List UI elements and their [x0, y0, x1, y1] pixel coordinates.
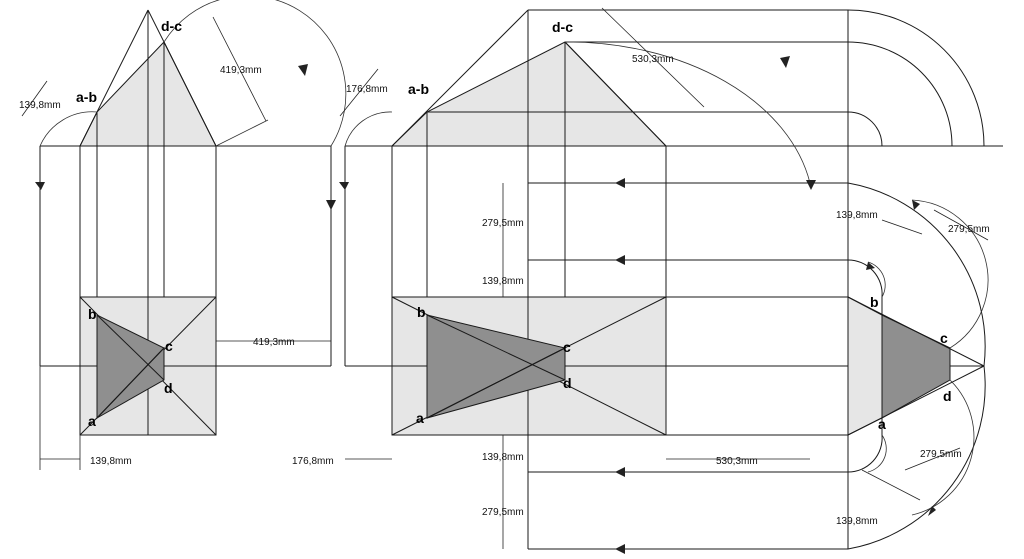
- right-arc-small: [344, 111, 393, 147]
- side-dim-label: 279,5mm: [920, 449, 962, 460]
- right-label-b: b: [417, 304, 426, 320]
- right-dim-label: 279,5mm: [482, 218, 524, 229]
- side-dim-line: [933, 209, 989, 241]
- right-corner-arc: [847, 182, 986, 367]
- right-dim-label: 139,8mm: [482, 452, 524, 463]
- side-dim-line: [881, 219, 923, 235]
- right-arc-arrow: [339, 182, 349, 190]
- right-label-d: d: [563, 375, 572, 391]
- right-corner-arc: [847, 365, 986, 550]
- side-dim-label: 139,8mm: [836, 210, 878, 221]
- right-roof-line: [564, 41, 667, 147]
- left-label-a: a: [88, 413, 96, 429]
- side-line: [847, 296, 985, 367]
- left-dim-label: 176,8mm: [292, 456, 334, 467]
- left-dim-label: 419,3mm: [253, 337, 295, 348]
- left-arc-large: [215, 119, 269, 147]
- left-label-dc: d-c: [161, 18, 182, 34]
- right-roof-line: [391, 9, 529, 147]
- right-label-ab: a-b: [408, 81, 429, 97]
- right-flow-arrow: [615, 255, 625, 265]
- left-dim-line: [21, 80, 48, 117]
- side-dim-label: 139,8mm: [836, 516, 878, 527]
- right-label-a: a: [416, 410, 424, 426]
- left-view: 139,8mm 419,3mm 419,3mm 139,8mm 176,8mm …: [19, 0, 392, 470]
- side-arc-arrow: [912, 200, 920, 210]
- left-arc-small: [39, 111, 98, 147]
- left-dim-label: 139,8mm: [90, 456, 132, 467]
- right-corner-arc: [847, 41, 953, 147]
- right-flow-arrow: [615, 178, 625, 188]
- side-dim-line: [904, 447, 961, 471]
- side-view: 139,8mm 279,5mm 279,5mm 139,8mm a b c d: [836, 199, 990, 527]
- right-label-c: c: [563, 339, 571, 355]
- side-line: [847, 365, 985, 436]
- left-arc-arrow: [326, 200, 336, 210]
- left-arc-arrow: [35, 182, 45, 190]
- right-view: 176,8mm 530,3mm 279,5mm 139,8mm 530,3mm …: [339, 7, 1003, 554]
- right-flow-arrow: [615, 544, 625, 554]
- right-corner-arc: [847, 434, 883, 473]
- side-label-a: a: [878, 416, 886, 432]
- left-dim-label: 139,8mm: [19, 100, 61, 111]
- right-arc-arrow: [806, 180, 816, 190]
- left-dark-diagonal: [96, 347, 165, 419]
- side-light-face: [847, 296, 883, 436]
- side-arc-arrow: [866, 262, 875, 270]
- side-arc: [911, 379, 975, 516]
- right-flow-arrow: [615, 467, 625, 477]
- left-dim-label: 419,3mm: [220, 65, 262, 76]
- left-roof-apex-line: [79, 9, 149, 147]
- right-roof-face: [390, 41, 668, 147]
- side-arc: [867, 261, 886, 298]
- left-arc-arrow: [298, 64, 308, 76]
- side-arc-arrow: [928, 506, 936, 516]
- right-dim-line: [339, 68, 379, 117]
- side-label-d: d: [943, 388, 952, 404]
- right-dim-label: 176,8mm: [346, 84, 388, 95]
- left-dark-diagonal: [96, 314, 165, 381]
- side-dim-line: [861, 469, 921, 501]
- right-dark-diagonal: [426, 314, 566, 381]
- right-arc-large: [564, 41, 811, 184]
- left-roof-apex-line: [147, 9, 217, 147]
- left-label-c: c: [165, 338, 173, 354]
- left-arc-large: [163, 0, 347, 147]
- left-label-d: d: [164, 380, 173, 396]
- right-dim-label: 530,3mm: [632, 54, 674, 65]
- side-label-c: c: [940, 330, 948, 346]
- right-arc-arrow: [780, 56, 790, 68]
- right-dim-label: 530,3mm: [716, 456, 758, 467]
- right-dim-line: [601, 7, 705, 108]
- left-label-ab: a-b: [76, 89, 97, 105]
- right-corner-arc: [847, 259, 883, 298]
- left-label-b: b: [88, 306, 97, 322]
- right-label-dc: d-c: [552, 19, 573, 35]
- right-dark-diagonal: [426, 347, 566, 419]
- right-dim-label: 139,8mm: [482, 276, 524, 287]
- side-arc: [867, 434, 887, 473]
- left-dim-line: [212, 16, 267, 122]
- side-dim-label: 279,5mm: [948, 224, 990, 235]
- side-arc: [911, 199, 989, 349]
- right-corner-arc: [847, 9, 985, 147]
- right-corner-arc: [847, 111, 883, 147]
- side-label-b: b: [870, 294, 879, 310]
- right-dim-label: 279,5mm: [482, 507, 524, 518]
